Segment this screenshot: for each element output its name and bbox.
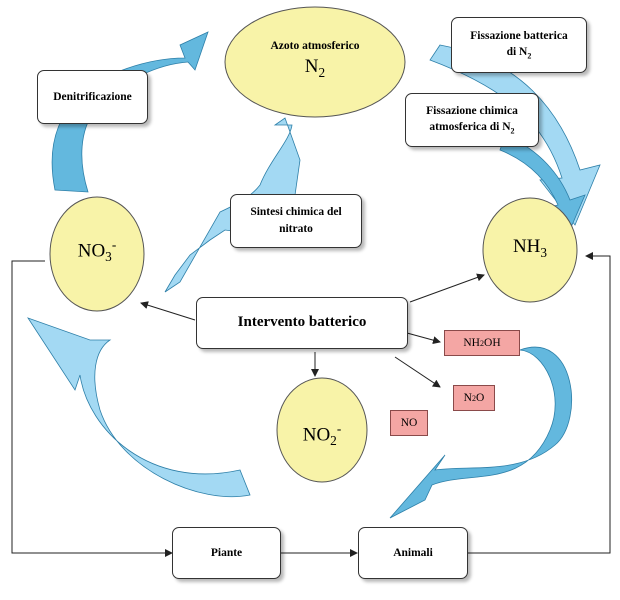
arrow-animali-to-nh3 [467,252,611,554]
no3-formula: NO3- [77,237,117,265]
no-chip: NO [390,410,428,436]
nh3-formula: NH3 [512,236,548,260]
ellipse-no3 [49,196,145,312]
sintesi-chimica-box: Sintesi chimica del nitrato [230,194,362,248]
n2-label: Azoto atmosferico N2 [240,40,390,81]
fissazione-chimica-box: Fissazione chimica atmosferica di N2 [405,93,539,147]
denitrificazione-box: Denitrificazione [37,70,148,124]
arrow-intervento-to-n2o [394,356,441,388]
intervento-batterico-box: Intervento batterico [196,297,408,349]
cycle-arrow-nh3-to-animals [389,346,573,519]
arrow-intervento-to-nh3 [409,273,485,303]
animali-box: Animali [358,527,468,579]
n2-formula: N2 [304,56,326,80]
arrow-intervento-to-nh2oh [406,332,441,345]
ellipse-no2 [276,377,368,483]
n2-title: Azoto atmosferico [270,40,360,52]
arrow-intervento-to-no3 [140,301,196,321]
ellipse-nh3 [482,197,578,303]
cycle-arrow-plants-to-no3 [27,317,251,498]
piante-box: Piante [172,527,281,579]
no2-formula: NO2- [302,421,342,449]
fissazione-batterica-box: Fissazione batterica di N2 [451,17,587,73]
ellipse-n2 [224,6,406,118]
arrow-no3-to-piante [11,260,173,557]
